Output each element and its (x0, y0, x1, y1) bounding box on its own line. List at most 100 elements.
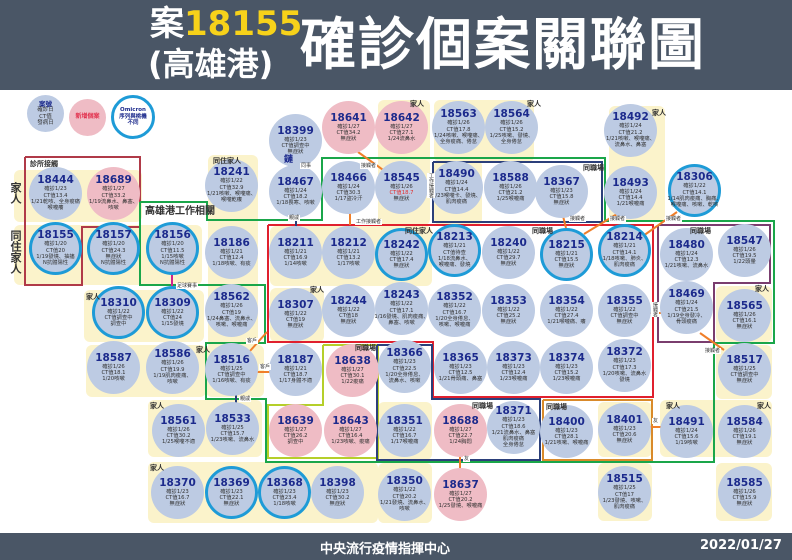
ct-value: CT值21.5 (674, 306, 699, 313)
confirm-date: 確診1/23 (502, 417, 525, 424)
ct-value: CT值14.1 (682, 189, 707, 196)
ct-value: CT值30.3 (336, 189, 361, 196)
case-number: 18585 (726, 476, 763, 489)
symptoms: 1/19肌肉痠痛、 (153, 373, 192, 379)
confirm-date: 確診1/27 (341, 366, 364, 373)
case-number: 18515 (606, 473, 643, 486)
confirm-date: 確診1/21 (443, 243, 466, 250)
confirm-date: 確診1/24 (337, 183, 360, 190)
ct-value: CT值15.6 (674, 433, 699, 440)
symptoms: 1/21咳嗽、喉嚨痛、 (606, 136, 655, 142)
symptoms: 無症狀 (616, 438, 633, 445)
relation-label: 同事 (300, 163, 313, 169)
symptoms: 1/23咳嗽、痠痛 (331, 439, 370, 446)
symptoms: 1/17身體不適 (278, 378, 313, 385)
legend-omicron-title: Omicron (120, 107, 146, 114)
relation-label: 接觸者 (609, 216, 627, 222)
confirm-date: 確診1/24 (675, 300, 698, 307)
symptoms: 1/15發燒 (161, 321, 184, 328)
symptoms: 1/23咳嗽、流鼻水 (210, 437, 255, 444)
relation-label: 接觸者 (360, 163, 378, 169)
symptoms: 無症狀 (736, 378, 753, 385)
ct-value: CT值調查中 (217, 371, 246, 378)
confirm-date: 確診1/27 (102, 186, 125, 193)
symptoms: 1/22頭暈 (733, 259, 756, 266)
legend-omicron: Omicron 序列與桃機 不同 (111, 95, 155, 139)
ct-value: CT值18.6 (501, 423, 526, 430)
relation-label: 家人 (150, 464, 164, 472)
confirm-date: 確診1/24 (619, 123, 642, 130)
confirm-date: 確診1/22 (393, 487, 416, 494)
symptoms: 發燒 (619, 377, 630, 384)
confirm-date: 確診1/21 (220, 248, 243, 255)
ct-value: CT值12.3 (674, 256, 699, 263)
ct-value: CT值24 (163, 314, 182, 321)
symptoms: 1/20全身倦怠、 (385, 372, 424, 378)
symptoms: 流鼻水、鼻塞 (614, 142, 647, 149)
legend-omicron-line2: 序列與桃機 (119, 113, 147, 120)
confirm-date: 確診1/21 (337, 248, 360, 255)
confirm-date: 確診1/26 (161, 360, 184, 367)
confirm-date: 確診1/25 (613, 485, 636, 492)
case-number: 18399 (277, 124, 314, 137)
case-number: 18545 (383, 171, 420, 184)
ct-value: CT值調查中 (104, 314, 133, 321)
case-number: 18211 (277, 236, 314, 249)
ct-value: CT值19.5 (732, 252, 757, 259)
relation-label: 接觸者 (665, 216, 683, 222)
symptoms: 1/20咳嗽、流鼻水 (602, 371, 647, 377)
symptoms: 1/23喉嚨卡、發燒、 (432, 193, 481, 199)
symptoms: 1/21咳嗽、流鼻水 (664, 263, 709, 270)
case-number: 18372 (606, 346, 643, 359)
ct-value: CT值18.7 (389, 189, 414, 196)
ct-value: CT值16.4 (338, 432, 363, 439)
ct-value: CT值33.2 (101, 192, 126, 199)
ct-value: CT值24.3 (101, 247, 126, 254)
legend-standard: 案號 確診日 CT值 發病日 (27, 95, 64, 132)
confirm-date: 確診1/22 (613, 306, 636, 313)
relation-label: 同職場 (546, 403, 567, 411)
case-number: 18641 (330, 111, 367, 124)
confirm-date: 確診1/21 (284, 365, 307, 372)
case-number: 18306 (676, 171, 713, 184)
relation-label: 同職場 (355, 344, 376, 352)
legend-ct: CT值 (39, 113, 52, 120)
symptoms: 1/21發燒、流鼻水、 (380, 500, 429, 506)
relation-label: 親戚 (288, 215, 301, 221)
case-number: 18371 (495, 405, 532, 418)
relation-label: 家人 (757, 402, 771, 410)
ct-value: CT值調查中 (281, 142, 310, 149)
ct-value: CT值28.1 (554, 433, 579, 440)
symptoms: 1/25喉嚨痛 (496, 196, 525, 203)
symptoms: 調查中 (287, 439, 304, 446)
ct-value: CT值21.2 (498, 189, 523, 196)
case-number: 18517 (726, 353, 763, 366)
relation-label: 工作接觸者 (427, 173, 435, 198)
confirm-date: 確診1/23 (449, 363, 472, 370)
ct-value: CT值14.1 (612, 249, 637, 256)
ct-value: CT值20 (46, 247, 65, 254)
case-number: 18365 (442, 351, 479, 364)
case-number: 18469 (668, 288, 705, 301)
confirm-date: 確診1/22 (161, 308, 184, 315)
relation-label: 同住家人 (213, 157, 241, 165)
